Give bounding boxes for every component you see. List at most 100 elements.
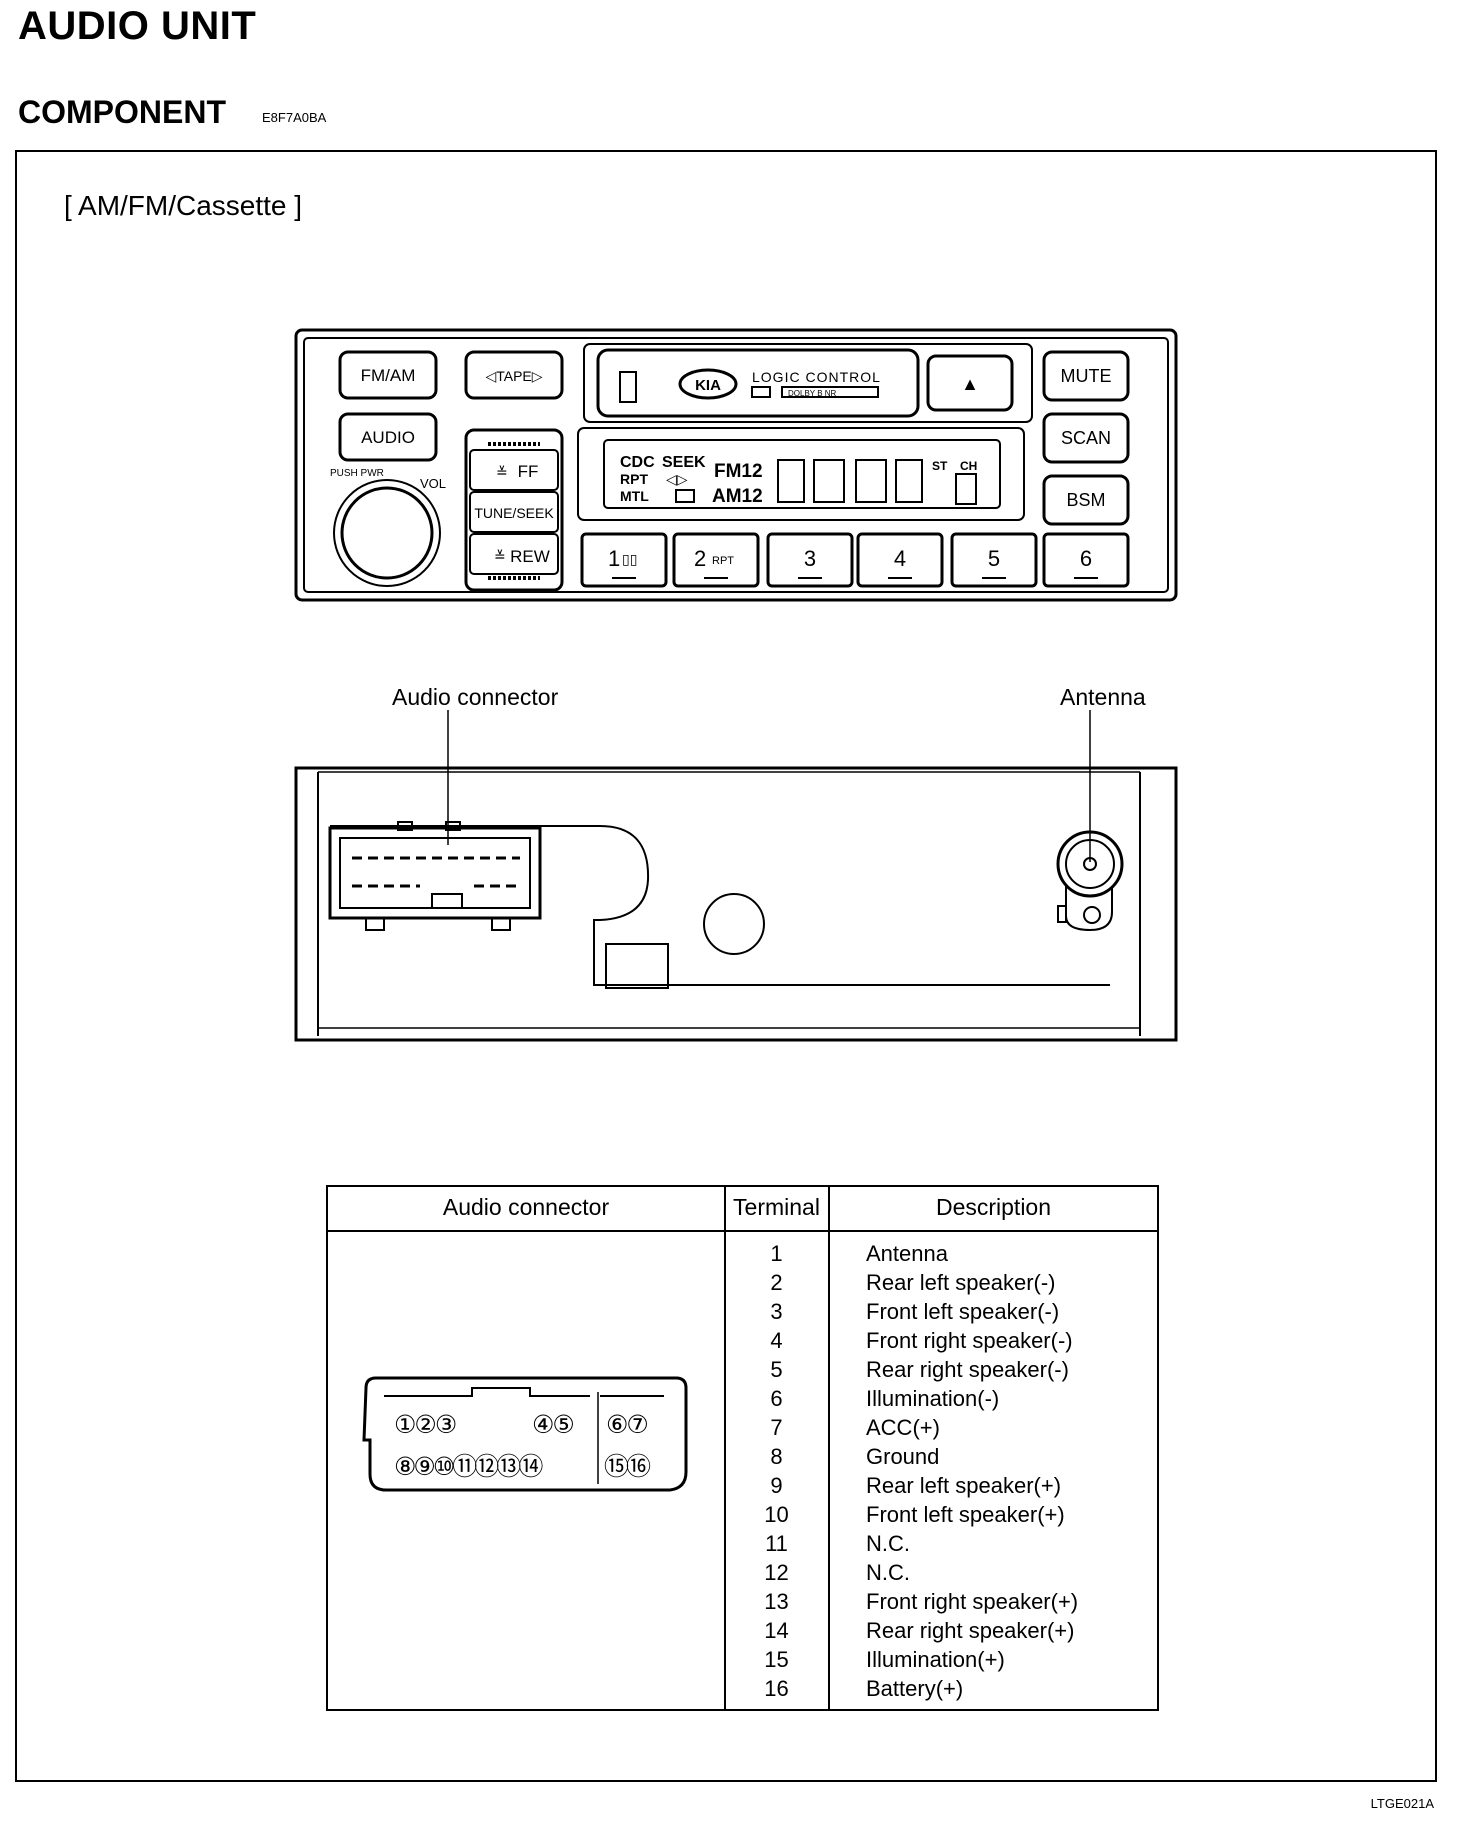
terminal-column: 1 2 3 4 5 6 7 8 9 10 11 12 13 14 15 16 bbox=[728, 1239, 825, 1703]
rear-view bbox=[294, 710, 1178, 1042]
lcd-rpt: RPT bbox=[620, 471, 648, 487]
section-code: E8F7A0BA bbox=[262, 110, 327, 125]
pin-10: ⑩ bbox=[432, 1453, 455, 1481]
fm-am-button[interactable]: FM/AM bbox=[338, 350, 438, 400]
preset-4-button[interactable]: 4 bbox=[856, 532, 944, 588]
pin-4: ④ bbox=[532, 1411, 554, 1439]
preset-1-button[interactable]: 1 ▯▯ bbox=[580, 532, 668, 588]
lcd-segment-digits bbox=[777, 459, 977, 505]
terminal-cell: 16 bbox=[764, 1676, 789, 1701]
logic-control-label: LOGIC CONTROL bbox=[752, 369, 881, 385]
mute-button[interactable]: MUTE bbox=[1042, 350, 1130, 402]
preset-3-label: 3 bbox=[804, 546, 816, 571]
dolby-label: DOLBY B NR bbox=[788, 389, 837, 398]
pin-8: ⑧ bbox=[394, 1453, 416, 1481]
rear-audio-connector bbox=[328, 821, 542, 931]
fm-am-label: FM/AM bbox=[361, 366, 416, 385]
description-column: Antenna Rear left speaker(-) Front left … bbox=[866, 1239, 1156, 1703]
terminal-cell: 13 bbox=[764, 1589, 789, 1614]
scan-label: SCAN bbox=[1061, 428, 1111, 448]
description-cell: Rear left speaker(+) bbox=[866, 1473, 1062, 1498]
section-title: COMPONENT bbox=[18, 94, 226, 130]
mute-label: MUTE bbox=[1061, 366, 1112, 386]
document-title: AUDIO UNIT bbox=[18, 4, 257, 48]
table-divider-2 bbox=[828, 1185, 830, 1711]
description-cell: N.C. bbox=[866, 1560, 910, 1585]
terminal-cell: 14 bbox=[764, 1618, 789, 1643]
tape-button[interactable]: ◁TAPE▷ bbox=[464, 350, 564, 400]
connector-pins-top-left: ①②③ bbox=[394, 1410, 457, 1440]
rew-label: REW bbox=[510, 547, 550, 566]
pin-3: ③ bbox=[434, 1411, 457, 1439]
lcd-cdc: CDC bbox=[620, 454, 655, 471]
audio-button[interactable]: AUDIO bbox=[338, 412, 438, 462]
kia-logo-icon bbox=[678, 368, 738, 400]
description-cell: Front left speaker(+) bbox=[866, 1502, 1065, 1527]
terminal-cell: 6 bbox=[770, 1386, 783, 1411]
header-terminal: Terminal bbox=[733, 1194, 820, 1220]
description-cell: Front right speaker(-) bbox=[866, 1328, 1073, 1353]
tune-seek-rocker bbox=[464, 428, 564, 592]
header-description: Description bbox=[935, 1194, 1052, 1220]
push-pwr-label: PUSH PWR bbox=[330, 468, 384, 479]
footer-code: LTGE021A bbox=[1370, 1796, 1434, 1811]
terminal-cell: 2 bbox=[770, 1270, 783, 1295]
description-cell: Rear left speaker(-) bbox=[866, 1270, 1056, 1295]
preset-3-button[interactable]: 3 bbox=[766, 532, 854, 588]
lcd-am12: AM12 bbox=[712, 486, 763, 507]
pin-6: ⑥ bbox=[606, 1411, 628, 1439]
preset-1-label: 1 bbox=[608, 546, 620, 571]
lcd-st: ST bbox=[932, 459, 948, 473]
preset-5-button[interactable]: 5 bbox=[950, 532, 1038, 588]
preset-2-button[interactable]: 2 RPT bbox=[672, 532, 760, 588]
bsm-button[interactable]: BSM bbox=[1042, 474, 1130, 526]
description-cell: Front left speaker(-) bbox=[866, 1299, 1060, 1324]
description-cell: Illumination(-) bbox=[866, 1386, 1000, 1411]
table-header-rule bbox=[326, 1230, 1159, 1232]
description-cell: Battery(+) bbox=[866, 1676, 964, 1701]
preset-6-label: 6 bbox=[1080, 546, 1092, 571]
terminal-cell: 12 bbox=[764, 1560, 789, 1585]
pin-9: ⑨ bbox=[413, 1453, 435, 1481]
terminal-cell: 7 bbox=[770, 1415, 783, 1440]
connector-pins-bottom-left: ⑧⑨⑩⑪⑫⑬⑭ bbox=[394, 1447, 543, 1483]
description-cell: Illumination(+) bbox=[866, 1647, 1005, 1672]
bsm-label: BSM bbox=[1066, 490, 1105, 510]
tune-seek-button[interactable]: TUNE/SEEK bbox=[469, 491, 559, 533]
connector-face bbox=[362, 1376, 688, 1492]
preset-2-label: 2 bbox=[694, 546, 706, 571]
terminal-cell: 15 bbox=[764, 1647, 789, 1672]
ff-label: FF bbox=[518, 462, 539, 481]
connector-pins-bottom-right: ⑮⑯ bbox=[604, 1447, 651, 1483]
ff-button[interactable]: ≚ FF bbox=[469, 449, 559, 491]
tune-seek-label: TUNE/SEEK bbox=[474, 505, 554, 521]
volume-knob[interactable] bbox=[333, 479, 441, 587]
rew-icon: ≚ bbox=[494, 548, 506, 564]
preset-6-button[interactable]: 6 bbox=[1042, 532, 1130, 588]
description-cell: Rear right speaker(+) bbox=[866, 1618, 1075, 1643]
connector-pins-top-right: ⑥⑦ bbox=[606, 1410, 649, 1440]
scan-button[interactable]: SCAN bbox=[1042, 412, 1130, 464]
eject-button[interactable]: ▲ bbox=[926, 354, 1014, 412]
pin-7: ⑦ bbox=[626, 1411, 648, 1439]
variant-label: [ AM/FM/Cassette ] bbox=[64, 190, 303, 221]
pin-16: ⑯ bbox=[626, 1453, 651, 1481]
rew-button[interactable]: ≚ REW bbox=[469, 533, 559, 575]
tape-label: ◁TAPE▷ bbox=[485, 368, 542, 384]
lcd-display: CDC SEEK RPT ◁▷ MTL FM12 AM12 ST CH bbox=[577, 427, 1025, 521]
antenna-callout: Antenna bbox=[1060, 684, 1146, 710]
audio-label: AUDIO bbox=[361, 428, 415, 447]
description-cell: Ground bbox=[866, 1444, 940, 1469]
vol-label: VOL bbox=[420, 476, 446, 491]
lcd-arrows-icon: ◁▷ bbox=[666, 471, 688, 487]
terminal-cell: 8 bbox=[770, 1444, 783, 1469]
pin-1: ① bbox=[394, 1411, 416, 1439]
kia-logo-text: KIA bbox=[695, 377, 721, 394]
lcd-ch: CH bbox=[960, 459, 977, 473]
lcd-seek: SEEK bbox=[662, 454, 706, 471]
rear-tab bbox=[605, 943, 669, 989]
terminal-cell: 9 bbox=[770, 1473, 783, 1498]
description-cell: Rear right speaker(-) bbox=[866, 1357, 1069, 1382]
terminal-cell: 11 bbox=[765, 1531, 788, 1556]
